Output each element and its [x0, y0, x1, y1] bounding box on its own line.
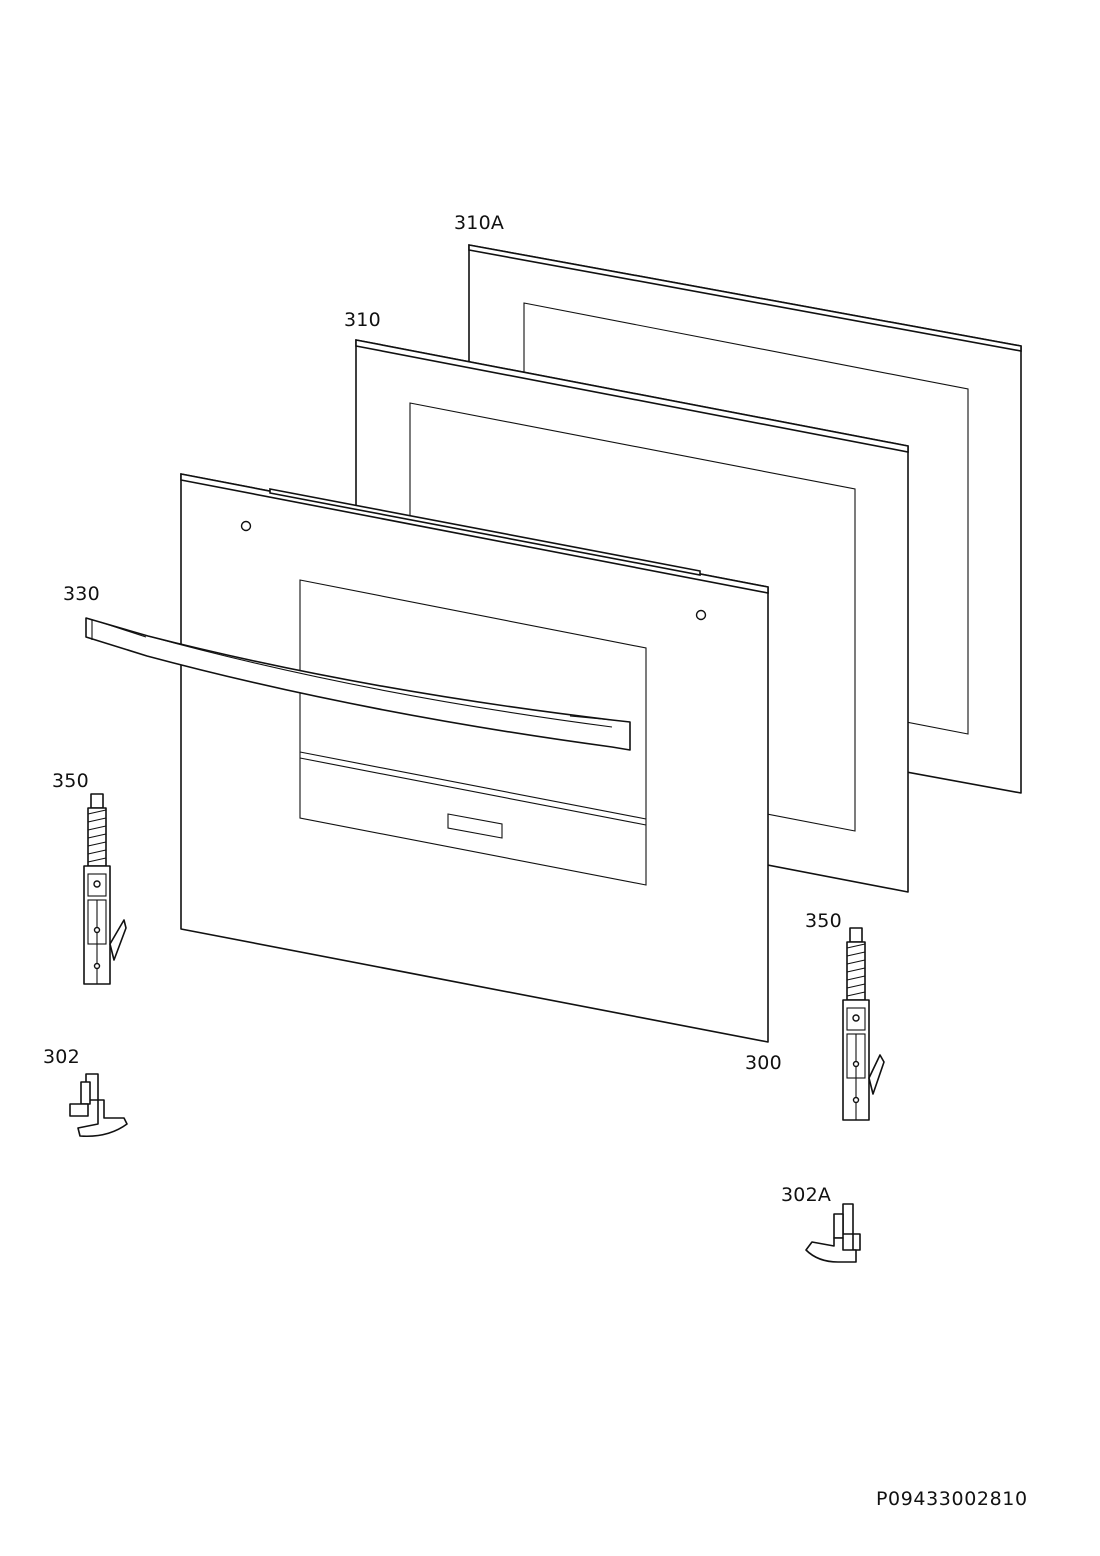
part-label-300: 300	[745, 1052, 782, 1074]
part-label-350-left: 350	[52, 770, 89, 792]
door-handle-330[interactable]	[85, 617, 631, 751]
part-label-350-right: 350	[805, 910, 842, 932]
door-screw-hole-right	[695, 609, 707, 621]
part-label-302a: 302A	[781, 1184, 832, 1206]
document-code: P09433002810	[876, 1488, 1028, 1510]
part-label-310: 310	[344, 309, 381, 331]
part-label-310a: 310A	[454, 212, 505, 234]
hinge-cover-302a[interactable]	[805, 1203, 861, 1263]
door-screw-hole-left	[240, 520, 252, 532]
door-front-panel-300[interactable]	[180, 473, 769, 1043]
part-label-302: 302	[43, 1046, 80, 1068]
hinge-cover-302[interactable]	[69, 1073, 128, 1138]
part-label-330: 330	[63, 583, 100, 605]
hinge-350-right[interactable]	[842, 927, 885, 1121]
hinge-350-left[interactable]	[83, 793, 127, 985]
